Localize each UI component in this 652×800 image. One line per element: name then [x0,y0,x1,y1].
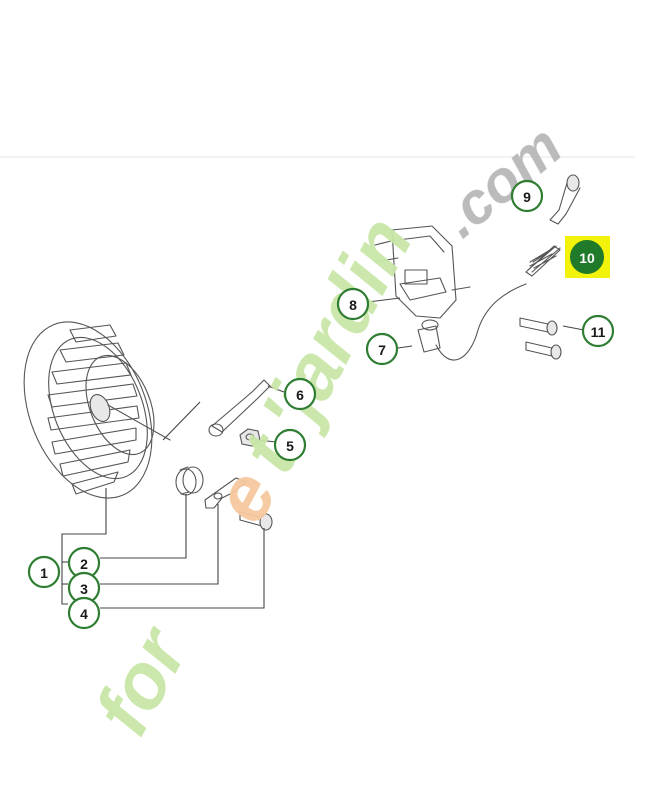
spring [525,245,561,277]
callout-4: 4 [67,596,101,630]
flywheel [23,321,171,499]
pawl [204,477,247,509]
callout-10-highlighted: 10 [565,236,610,278]
callout-10-label: 10 [579,250,595,266]
watermark-text-c: 'jardin [243,203,429,448]
callout-11-label: 11 [591,324,606,340]
callout-7: 7 [365,332,399,366]
watermark-text-d: .com [429,113,574,250]
leader-lines [61,297,585,609]
callout-11: 11 [581,314,615,348]
callout-2-label: 2 [80,556,88,572]
ignition-module [374,225,471,319]
callout-1-label: 1 [40,565,48,581]
callout-7-label: 7 [378,342,386,358]
callout-8: 8 [336,287,370,321]
callout-8-label: 8 [349,297,357,313]
terminal-cap [549,174,581,225]
screws [519,317,562,360]
callout-5-label: 5 [286,438,294,454]
callout-9-label: 9 [523,189,531,205]
callout-4-label: 4 [80,606,88,622]
callout-6: 6 [283,377,317,411]
callout-5: 5 [273,428,307,462]
spark-plug-cap [417,283,527,361]
lever [208,379,271,437]
callout-3-label: 3 [80,581,88,597]
watermark-text-a: for [77,612,205,748]
callout-6-label: 6 [296,387,304,403]
pivot-bolt [239,511,273,531]
callout-9: 9 [510,179,544,213]
callout-1: 1 [27,555,61,589]
